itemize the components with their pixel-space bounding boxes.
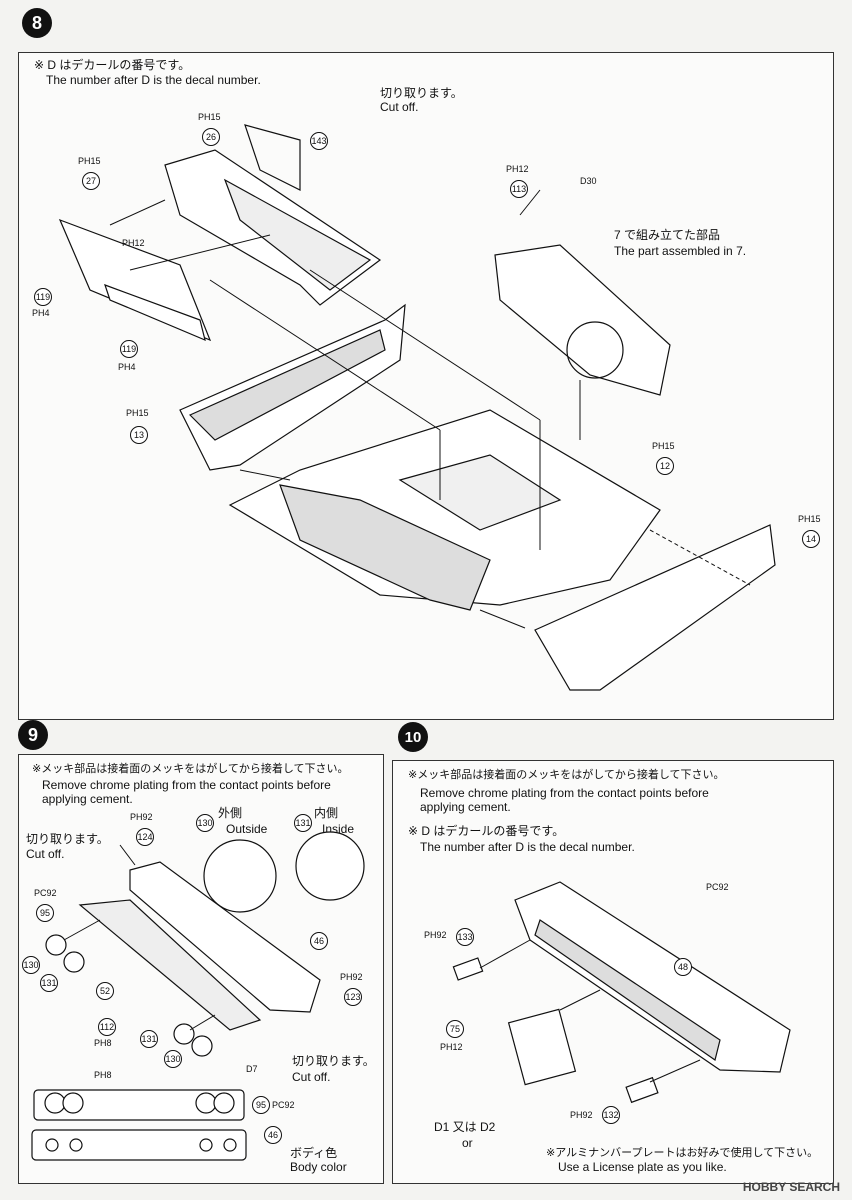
step9-cut-en: Cut off. [26, 847, 65, 861]
part-133: 133 [456, 928, 474, 946]
step9-inside-jp: 内側 [314, 806, 339, 820]
part-112: 112 [98, 1018, 116, 1036]
label-ph12-75: PH12 [440, 1042, 463, 1052]
part-132: 132 [602, 1106, 620, 1124]
label-ph92-124: PH92 [130, 812, 153, 822]
step9-outside-en: Outside [226, 822, 268, 836]
label-d7: D7 [246, 1064, 258, 1074]
part-12: 12 [656, 457, 674, 475]
label-pc92-48: PC92 [706, 882, 729, 892]
label-ph4-a: PH4 [32, 308, 50, 318]
label-ph92-133: PH92 [424, 930, 447, 940]
step8-cut-en: Cut off. [380, 100, 419, 114]
part-27: 27 [82, 172, 100, 190]
label-ph92-123: PH92 [340, 972, 363, 982]
label-ph15-13: PH15 [126, 408, 149, 418]
step8-number: 8 [22, 8, 52, 38]
step9-note-en1: Remove chrome plating from the contact p… [42, 778, 331, 792]
step9-outside-jp: 外側 [218, 806, 243, 820]
label-ph15-26: PH15 [198, 112, 221, 122]
step9-note-jp: ※メッキ部品は接着面のメッキをはがしてから接着して下さい。 [32, 763, 349, 775]
part-95-b: 95 [252, 1096, 270, 1114]
part-130-label: 130 [196, 814, 214, 832]
part-130-a: 130 [22, 956, 40, 974]
label-ph12-113: PH12 [506, 164, 529, 174]
part-26: 26 [202, 128, 220, 146]
step10-note-en1: Remove chrome plating from the contact p… [420, 786, 709, 800]
step8-assembled-en: The part assembled in 7. [614, 244, 747, 258]
part-131-a: 131 [40, 974, 58, 992]
label-ph92-132: PH92 [570, 1110, 593, 1120]
step10-or-jp: D1 又は D2 [434, 1120, 496, 1134]
label-pc92-95: PC92 [34, 888, 57, 898]
part-75: 75 [446, 1020, 464, 1038]
step10-plate-jp: ※アルミナンバープレートはお好みで使用して下さい。 [546, 1147, 819, 1159]
part-95-a: 95 [36, 904, 54, 922]
part-52: 52 [96, 982, 114, 1000]
step8-decal-note-jp: ※ D はデカールの番号です。 [34, 58, 191, 72]
step10-decal-jp: ※ D はデカールの番号です。 [408, 824, 565, 838]
step9-body-jp: ボディ色 [290, 1146, 338, 1160]
part-131-label: 131 [294, 814, 312, 832]
label-ph8-plate: PH8 [94, 1070, 112, 1080]
part-46-b: 46 [264, 1126, 282, 1144]
step9-body-en: Body color [290, 1160, 347, 1174]
step10-plate-en: Use a License plate as you like. [558, 1160, 727, 1174]
part-143: 143 [310, 132, 328, 150]
step9-cut2-en: Cut off. [292, 1070, 331, 1084]
part-130-b: 130 [164, 1050, 182, 1068]
label-ph15-27: PH15 [78, 156, 101, 166]
step10-number: 10 [398, 722, 428, 752]
step10-note-en2: applying cement. [420, 800, 511, 814]
part-119-a: 119 [34, 288, 52, 306]
step8-decal-note-en: The number after D is the decal number. [46, 73, 261, 87]
part-123: 123 [344, 988, 362, 1006]
label-ph4-b: PH4 [118, 362, 136, 372]
step10-note-jp: ※メッキ部品は接着面のメッキをはがしてから接着して下さい。 [408, 769, 725, 781]
label-ph12-floor: PH12 [122, 238, 145, 248]
step10-decal-en: The number after D is the decal number. [420, 840, 635, 854]
label-d30: D30 [580, 176, 597, 186]
step8-cut-jp: 切り取ります。 [380, 86, 463, 100]
label-ph15-12: PH15 [652, 441, 675, 451]
step9-cut-jp: 切り取ります。 [26, 832, 109, 846]
label-ph8-112: PH8 [94, 1038, 112, 1048]
watermark: HOBBY SEARCH [742, 1180, 840, 1194]
part-119-b: 119 [120, 340, 138, 358]
part-113: 113 [510, 180, 528, 198]
part-13: 13 [130, 426, 148, 444]
label-pc92-95b: PC92 [272, 1100, 295, 1110]
label-ph15-14: PH15 [798, 514, 821, 524]
step10-or-en: or [462, 1136, 473, 1150]
step9-note-en2: applying cement. [42, 792, 133, 806]
step8-assembled-jp: 7 で組み立てた部品 [614, 228, 721, 242]
step9-number: 9 [18, 720, 48, 750]
part-48: 48 [674, 958, 692, 976]
part-131-b: 131 [140, 1030, 158, 1048]
part-46-a: 46 [310, 932, 328, 950]
part-124: 124 [136, 828, 154, 846]
part-14: 14 [802, 530, 820, 548]
step9-cut2-jp: 切り取ります。 [292, 1054, 375, 1068]
